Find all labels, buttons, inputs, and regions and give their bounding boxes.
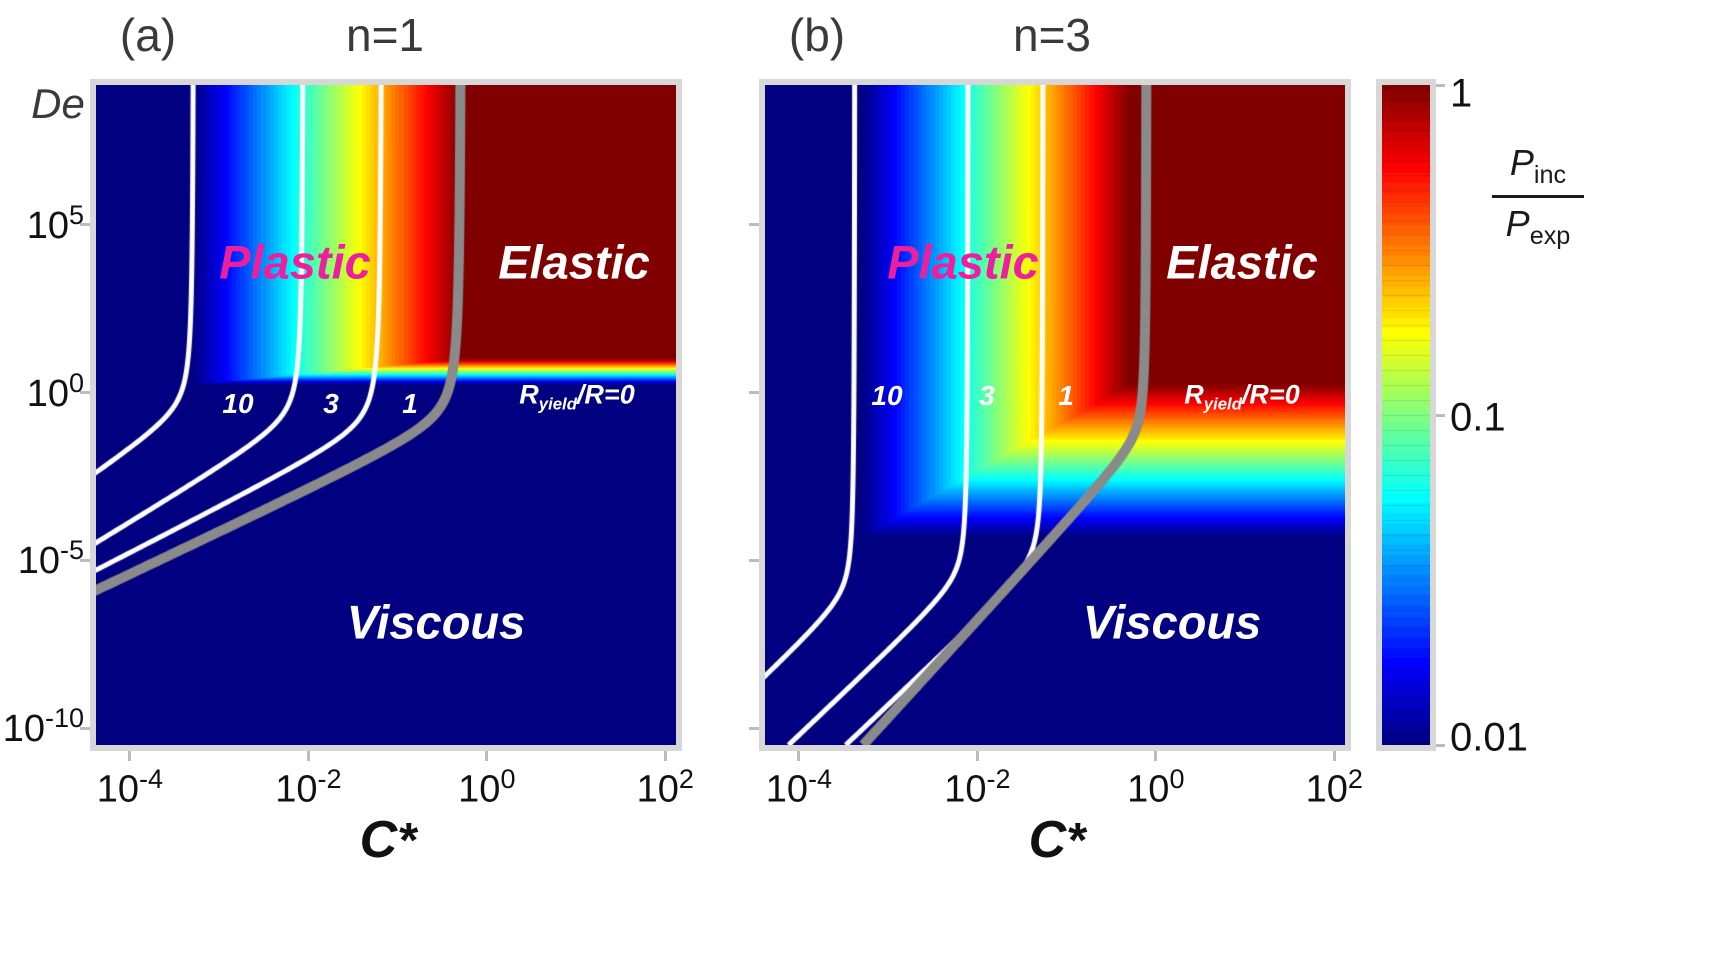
colorbar-axis-label: Pinc Pexp [1486,142,1590,251]
contour-label-ryield-a: Ryield/R=0 [519,379,634,414]
region-label-elastic-a: Elastic [498,235,650,289]
panel-a-frame [90,79,682,751]
y-tick-mark [80,558,90,562]
region-label-elastic-b: Elastic [1166,235,1318,289]
colorbar-canvas [1382,85,1430,745]
y-tick-mark [749,223,759,227]
y-tick-label: 10-5 [17,535,84,583]
colorbar-label-denominator: Pexp [1486,203,1590,251]
x-tick-mark [485,751,489,761]
panel-a-title: n=1 [345,9,425,61]
x-axis-label-star: * [397,813,417,868]
x-tick-mark [306,751,310,761]
colorbar-label-numerator: Pinc [1486,142,1590,190]
p-inc-symbol: P [1509,142,1534,183]
y-tick-mark [80,223,90,227]
panel-b-frame [759,79,1351,751]
contour-label-ryield-b: Ryield/R=0 [1184,379,1299,414]
x-tick-mark [1154,751,1158,761]
y-tick-mark [80,391,90,395]
x-axis-label-a: C* [360,810,417,870]
fraction-bar [1492,195,1584,199]
x-tick-label: 100 [1127,764,1185,811]
y-tick-mark [749,391,759,395]
contour-label-1-b: 1 [1058,380,1074,411]
x-tick-mark [797,751,801,761]
contour-label-3-a: 3 [323,388,339,419]
x-tick-mark [128,751,132,761]
x-axis-label-b: C* [1029,810,1086,870]
colorbar-tick-mark [1436,743,1445,747]
x-tick-label: 100 [458,764,516,811]
y-tick-label: 10-10 [2,703,84,751]
colorbar-tick-mark [1436,413,1445,417]
x-tick-label: 10-4 [96,764,164,811]
contour-label-3-b: 3 [979,380,995,411]
x-tick-label: 102 [636,764,694,811]
region-label-viscous-b: Viscous [1082,595,1262,649]
ryield-sub: yield [538,394,577,414]
colorbar-tick-mark [1436,83,1445,87]
x-tick-mark [975,751,979,761]
ryield-rest: /R=0 [576,379,635,410]
colorbar-frame [1376,79,1436,751]
region-label-plastic-b: Plastic [887,235,1039,289]
ryield-r: R [519,379,539,410]
colorbar-tick-label-bottom: 0.01 [1450,715,1528,760]
y-tick-mark [80,726,90,730]
y-tick-label: 105 [26,200,84,247]
y-tick-mark [749,726,759,730]
colorbar-tick-label-top: 1 [1450,71,1473,116]
ryield-rest: /R=0 [1241,379,1300,410]
p-exp-sub: exp [1529,222,1571,251]
x-axis-label-main: C [359,811,398,869]
region-label-viscous-a: Viscous [346,595,526,649]
panel-b-title: n=3 [1012,9,1092,61]
colorbar-tick-label-mid: 0.1 [1450,395,1506,440]
y-tick-label: 100 [26,367,84,415]
x-tick-label: 10-4 [765,764,833,811]
region-label-plastic-a: Plastic [219,235,371,289]
y-tick-mark [749,558,759,562]
panel-a-index-label: (a) [119,9,177,61]
contour-label-10-b: 10 [871,380,903,411]
y-axis-label: De [31,80,85,127]
heatmap-panel-b [765,85,1345,745]
p-inc-sub: inc [1533,161,1567,190]
contour-label-10-a: 10 [222,388,254,419]
x-axis-label-main: C [1028,811,1067,869]
p-exp-symbol: P [1505,203,1530,245]
x-tick-label: 10-2 [944,764,1011,811]
contour-label-1-a: 1 [402,388,418,419]
x-axis-label-star: * [1066,813,1086,868]
x-tick-label: 10-2 [275,764,342,811]
panel-b-index-label: (b) [788,9,846,61]
ryield-sub: yield [1203,394,1242,414]
x-tick-label: 102 [1305,764,1363,811]
x-tick-mark [663,751,667,761]
heatmap-panel-a [96,85,676,745]
ryield-r: R [1184,379,1204,410]
x-tick-mark [1332,751,1336,761]
